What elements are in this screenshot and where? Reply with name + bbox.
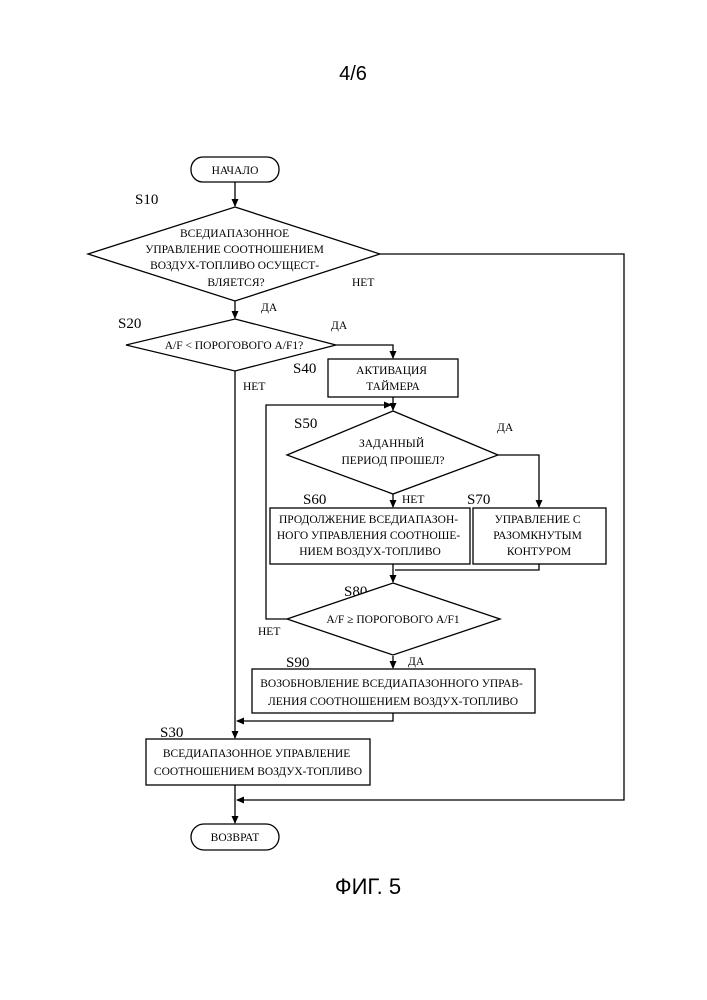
s10-line-4: ВЛЯЕТСЯ?	[207, 277, 264, 289]
s10-line-2: УПРАВЛЕНИЕ СООТНОШЕНИЕМ	[145, 244, 324, 256]
s70-line-2: РАЗОМКНУТЫМ	[493, 530, 582, 542]
s10-line-3: ВОЗДУХ-ТОПЛИВО ОСУЩЕСТ-	[150, 260, 319, 272]
s10-no-label: НЕТ	[352, 277, 374, 289]
decision-s50: ЗАДАННЫЙ ПЕРИОД ПРОШЕЛ?	[287, 411, 498, 494]
s70-line-3: КОНТУРОМ	[507, 546, 571, 558]
s90-line-1: ВОЗОБНОВЛЕНИЕ ВСЕДИАПАЗОННОГО УПРАВ-	[260, 678, 523, 690]
svg-text:УПРАВЛЕНИЕ С РАЗОМКНУТЫМ: УПРАВЛЕНИЕ С РАЗОМКНУТЫМ КОНТУРОМ	[493, 514, 585, 558]
step-label-s10: S10	[135, 192, 158, 208]
s60-line-1: ПРОДОЛЖЕНИЕ ВСЕДИАПАЗОН-	[279, 514, 458, 526]
s70-line-1: УПРАВЛЕНИЕ С	[495, 514, 581, 526]
step-label-s70: S70	[467, 492, 490, 508]
s80-yes-label: ДА	[408, 656, 425, 668]
start-label: НАЧАЛО	[212, 165, 259, 177]
process-s60: ПРОДОЛЖЕНИЕ ВСЕДИАПАЗОН- НОГО УПРАВЛЕНИЯ…	[270, 508, 470, 564]
decision-s80: A/F ≥ ПОРОГОВОГО A/F1	[287, 583, 500, 655]
s50-yes-label: ДА	[497, 422, 514, 434]
s40-line-1: АКТИВАЦИЯ	[356, 365, 427, 377]
s20-text: A/F < ПОРОГОВОГО A/F1?	[165, 340, 304, 352]
process-s90: ВОЗОБНОВЛЕНИЕ ВСЕДИАПАЗОННОГО УПРАВ- ЛЕН…	[252, 669, 535, 713]
s60-line-3: НИЕМ ВОЗДУХ-ТОПЛИВО	[299, 546, 441, 558]
s90-line-2: ЛЕНИЯ СООТНОШЕНИЕМ ВОЗДУХ-ТОПЛИВО	[268, 696, 518, 708]
process-s40: АКТИВАЦИЯ ТАЙМЕРА	[328, 359, 458, 397]
s10-yes-label: ДА	[261, 302, 278, 314]
process-s70: УПРАВЛЕНИЕ С РАЗОМКНУТЫМ КОНТУРОМ	[473, 508, 606, 564]
page-number: 4/6	[339, 63, 367, 85]
s60-line-2: НОГО УПРАВЛЕНИЯ СООТНОШЕ-	[277, 530, 461, 542]
step-label-s60: S60	[303, 492, 326, 508]
return-label: ВОЗВРАТ	[211, 832, 260, 844]
svg-text:ПРОДОЛЖЕНИЕ ВСЕДИАПАЗОН-: ПРОДОЛЖЕНИЕ ВСЕДИАПАЗОН- НОГО УПРАВЛЕНИЯ…	[277, 514, 463, 558]
s20-yes-label: ДА	[331, 320, 348, 332]
s50-line-2: ПЕРИОД ПРОШЕЛ?	[341, 455, 444, 467]
s10-line-1: ВСЕДИАПАЗОННОЕ	[180, 228, 289, 240]
s80-no-label: НЕТ	[258, 626, 280, 638]
step-label-s40: S40	[293, 361, 316, 377]
step-label-s20: S20	[118, 316, 141, 332]
s30-line-2: СООТНОШЕНИЕМ ВОЗДУХ-ТОПЛИВО	[154, 766, 362, 778]
s50-line-1: ЗАДАННЫЙ	[359, 436, 424, 450]
process-s30: ВСЕДИАПАЗОННОЕ УПРАВЛЕНИЕ СООТНОШЕНИЕМ В…	[146, 739, 370, 785]
s80-text: A/F ≥ ПОРОГОВОГО A/F1	[326, 614, 459, 626]
s30-line-1: ВСЕДИАПАЗОННОЕ УПРАВЛЕНИЕ	[163, 748, 350, 760]
s20-no-label: НЕТ	[243, 381, 265, 393]
decision-s10: ВСЕДИАПАЗОННОЕ УПРАВЛЕНИЕ СООТНОШЕНИЕМ В…	[88, 207, 380, 301]
return-terminal: ВОЗВРАТ	[191, 824, 279, 850]
start-terminal: НАЧАЛО	[191, 157, 279, 182]
s40-line-2: ТАЙМЕРА	[366, 379, 420, 393]
s50-no-label: НЕТ	[402, 494, 424, 506]
figure-caption: ФИГ. 5	[335, 874, 401, 899]
step-label-s50: S50	[294, 416, 317, 432]
